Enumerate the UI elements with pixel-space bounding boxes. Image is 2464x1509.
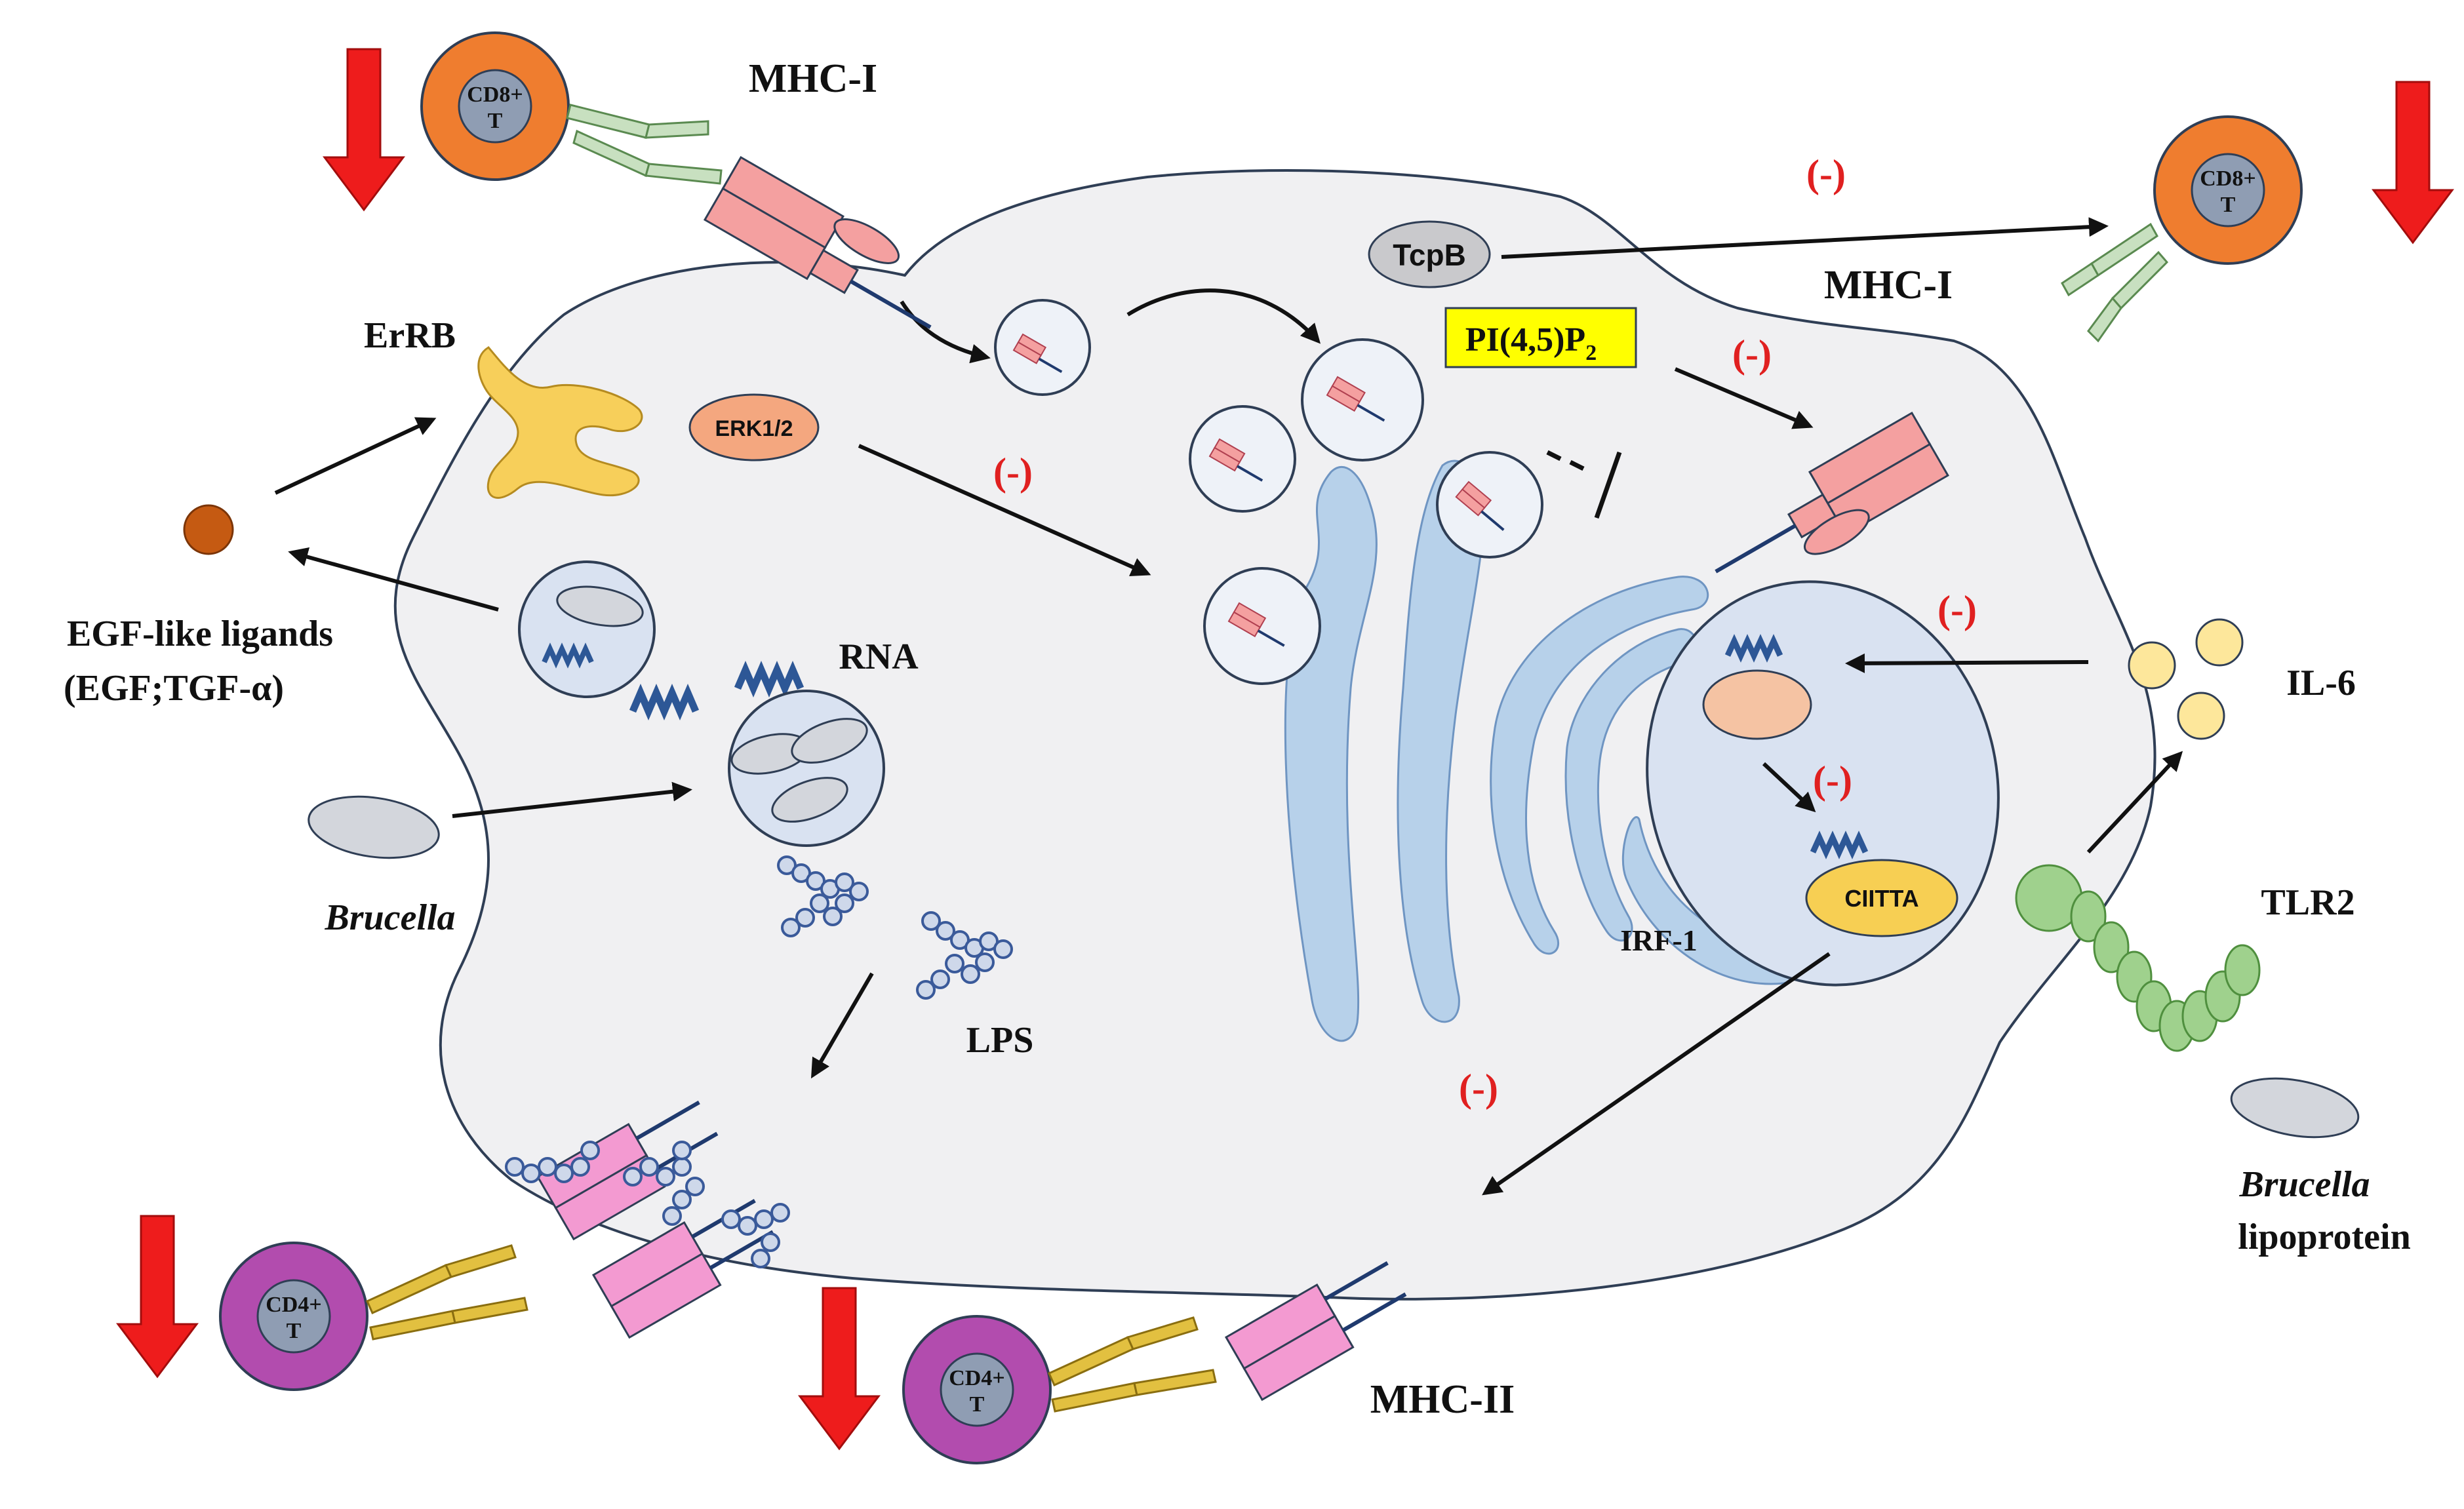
trafficking-arrow xyxy=(900,300,991,364)
inhibition-mark-pip2: (-) xyxy=(1732,332,1772,376)
mhc2-label: MHC-II xyxy=(1370,1377,1515,1422)
ciita-rna-coil xyxy=(1810,831,1869,859)
errb-label: ErRB xyxy=(364,315,456,356)
inhibition-bar xyxy=(1594,451,1622,519)
decrease-arrows xyxy=(116,48,2454,1451)
cd8-t-cell-top: CD8+ T xyxy=(420,31,570,181)
cd4-label-line2: T xyxy=(970,1392,985,1417)
mhc2-complex xyxy=(1224,1261,1407,1401)
errb-receptor xyxy=(477,346,643,499)
arrow-ciita-to-mhc2 xyxy=(1482,952,1831,1196)
tcpb-protein xyxy=(1368,220,1491,288)
arrow-brucella-to-vacuole xyxy=(452,781,692,818)
trafficking-arrow xyxy=(1126,288,1321,344)
arrow-erk-to-golgi xyxy=(858,444,1151,576)
tcpb-label: TcpB xyxy=(1393,238,1466,272)
down-arrow xyxy=(323,48,405,212)
inhibition-mark-il6: (-) xyxy=(1937,588,1977,631)
mhc1-top-label: MHC-I xyxy=(749,56,877,101)
il6-label: IL-6 xyxy=(2286,663,2356,703)
inhibition-mark-top: (-) xyxy=(1806,152,1846,195)
inhibition-dash xyxy=(1546,450,1562,461)
bacterium xyxy=(556,585,644,627)
il6-molecules xyxy=(2128,618,2244,740)
cd8-label-line1: CD8+ xyxy=(467,83,523,107)
erk-protein xyxy=(688,393,820,461)
inhibition-mark-erk: (-) xyxy=(993,450,1033,494)
tlr2-receptor xyxy=(2015,864,2261,1052)
brucella-lipo-label-2: lipoprotein xyxy=(2238,1217,2410,1257)
lps-on-mhc xyxy=(505,1141,790,1268)
tcr-top xyxy=(566,104,723,185)
arrow-tlr2-to-il6 xyxy=(2086,751,2183,854)
tcr-cd4-left xyxy=(366,1244,528,1341)
inhibition-dash xyxy=(1569,460,1585,471)
brucella-label: Brucella xyxy=(324,897,455,938)
cd8-label-line1: CD8+ xyxy=(2200,167,2255,191)
lps-label: LPS xyxy=(966,1020,1034,1061)
brucella-lipo-label-1: Brucella xyxy=(2238,1164,2370,1205)
cd8-label-line2: T xyxy=(2221,193,2236,217)
mhc1-complex-top xyxy=(703,155,932,329)
vesicle xyxy=(1436,451,1543,559)
arrow-vesicle-to-egf xyxy=(288,547,499,612)
cd8-label-line2: T xyxy=(488,109,503,133)
egf-ligand xyxy=(183,504,234,555)
tcr-right xyxy=(2061,222,2169,343)
bacterium xyxy=(771,777,848,823)
cd8-t-cell-right: CD8+ T xyxy=(2153,115,2303,265)
erk-label: ERK1/2 xyxy=(715,416,793,441)
cd4-t-cell-center: CD4+ T xyxy=(902,1315,1052,1464)
rna-coil xyxy=(542,642,594,669)
nucleus-rna-coil xyxy=(1724,634,1783,663)
arrow-group xyxy=(274,217,2183,1196)
egf-label-line2: (EGF;TGF-α) xyxy=(64,668,284,709)
vesicle xyxy=(1301,338,1424,461)
inhibition-mark-irf1: (-) xyxy=(1813,758,1852,802)
arrow-irf1-to-ciita xyxy=(1762,762,1816,813)
arrow-tcpb-to-cd8 xyxy=(1501,217,2109,259)
down-arrow xyxy=(2372,81,2454,245)
inhibition-mark-ciita: (-) xyxy=(1459,1067,1498,1110)
lps-molecule xyxy=(916,911,1013,1000)
lps-molecule xyxy=(777,855,869,937)
cd4-label-line1: CD4+ xyxy=(949,1366,1004,1390)
bacterium xyxy=(791,718,868,764)
vesicle xyxy=(1189,405,1296,513)
arrow-pip2-to-mhc1 xyxy=(1674,367,1814,429)
pip2-label: PI(4,5)P2 xyxy=(1465,321,1597,365)
cd4-label-line1: CD4+ xyxy=(266,1293,321,1317)
down-arrow xyxy=(116,1215,199,1379)
rna-label: RNA xyxy=(839,637,919,677)
host-cell-membrane xyxy=(393,169,2156,1301)
brucella-bacterium xyxy=(308,795,440,859)
irf1-label: IRF-1 xyxy=(1620,924,1698,957)
arrow-egf-to-errb xyxy=(274,417,437,495)
rna-coil xyxy=(734,661,805,697)
arrow-lps-to-mhc2 xyxy=(810,972,874,1079)
rna-vesicle xyxy=(518,560,656,698)
mhc1-complex-right xyxy=(1715,411,1949,574)
mhc1-right-label: MHC-I xyxy=(1824,263,1953,307)
brucella-lipoprotein-bacterium xyxy=(2230,1077,2360,1139)
cd4-t-cell-left: CD4+ T xyxy=(219,1242,368,1391)
down-arrow xyxy=(798,1287,881,1451)
irf1-protein xyxy=(1702,669,1812,740)
ciita-label: CIITTA xyxy=(1844,885,1918,912)
vesicle xyxy=(1203,567,1321,685)
vesicle-group xyxy=(994,299,1543,685)
pip2-box xyxy=(1444,307,1637,368)
tcr-cd4-center xyxy=(1048,1316,1217,1413)
tlr2-label: TLR2 xyxy=(2261,882,2355,923)
arrow-il6-to-nucleus xyxy=(1845,653,2089,673)
cd4-label-line2: T xyxy=(287,1319,302,1343)
rna-coil xyxy=(629,684,700,720)
vesicle-mhc-cargo xyxy=(1012,333,1505,647)
ciita-protein xyxy=(1805,859,1958,937)
egf-label-line1: EGF-like ligands xyxy=(67,614,333,654)
